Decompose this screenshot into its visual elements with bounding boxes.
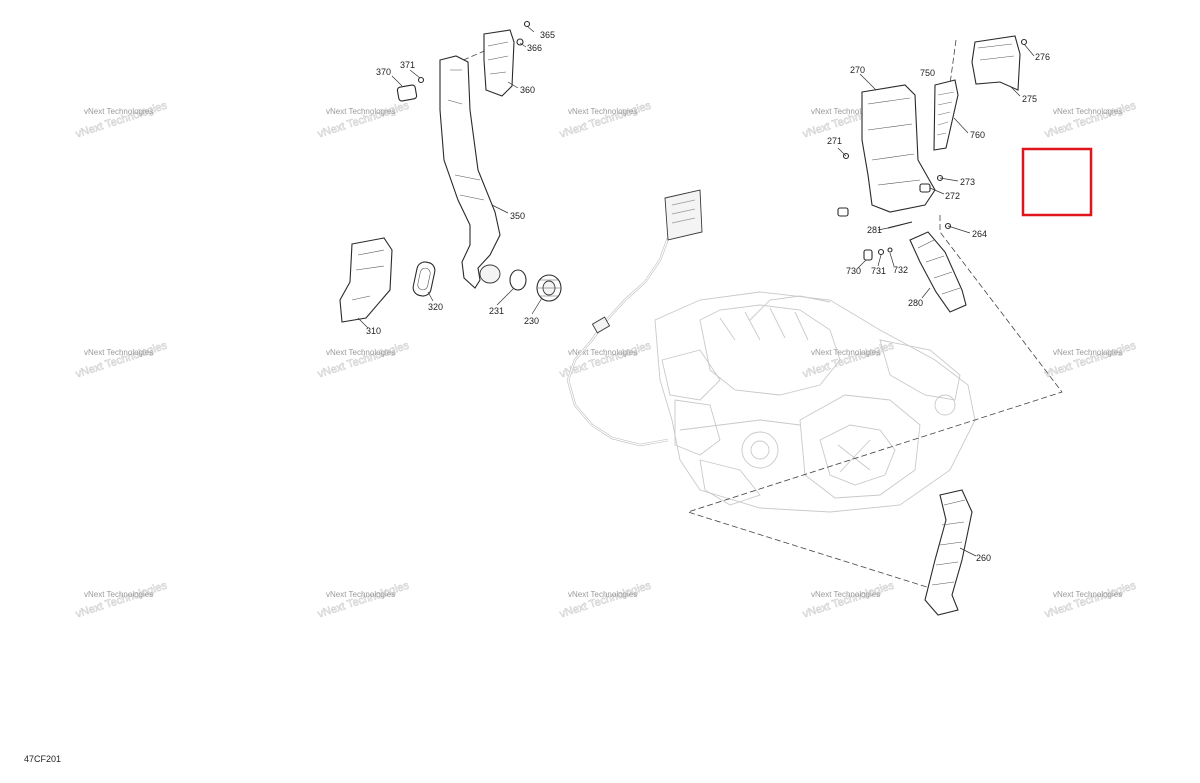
svg-text:vNext Technologies: vNext Technologies (74, 99, 169, 140)
svg-text:vNext Technologies: vNext Technologies (811, 348, 880, 357)
callout-270: 270 (850, 65, 865, 75)
callout-275: 275 (1022, 94, 1037, 104)
part-260-hose (924, 489, 973, 616)
callout-230: 230 (524, 316, 539, 326)
callout-760: 760 (970, 130, 985, 140)
part-366-nut (516, 38, 524, 46)
part-320-seal (412, 261, 436, 297)
callout-231: 231 (489, 306, 504, 316)
assembly-outline (686, 215, 1063, 589)
svg-text:vNext Technologies: vNext Technologies (801, 579, 896, 620)
callout-310: 310 (366, 326, 381, 336)
part-730-731-732-fasteners (837, 207, 893, 261)
svg-text:vNext Technologies: vNext Technologies (558, 339, 653, 380)
svg-text:vNext Technologies: vNext Technologies (84, 348, 153, 357)
callout-730: 730 (846, 266, 861, 276)
part-280-hose (909, 231, 967, 313)
svg-text:vNext Technologies: vNext Technologies (1043, 99, 1138, 140)
svg-text:vNext Technologies: vNext Technologies (326, 107, 395, 116)
svg-text:vNext Technologies: vNext Technologies (316, 99, 411, 140)
svg-text:vNext Technologies: vNext Technologies (1043, 579, 1138, 620)
svg-text:vNext Technologies: vNext Technologies (568, 107, 637, 116)
callout-labels: 365 366 360 370 371 350 310 320 231 230 … (366, 30, 1050, 563)
callout-732: 732 (893, 265, 908, 275)
svg-text:vNext Technologies: vNext Technologies (1053, 348, 1122, 357)
part-270-airbox (861, 84, 936, 213)
callout-350: 350 (510, 211, 525, 221)
callout-276: 276 (1035, 52, 1050, 62)
svg-text:vNext Technologies: vNext Technologies (316, 339, 411, 380)
svg-text:vNext Technologies: vNext Technologies (811, 590, 880, 599)
svg-text:vNext Technologies: vNext Technologies (558, 579, 653, 620)
svg-text:vNext Technologies: vNext Technologies (558, 99, 653, 140)
part-360-bracket (483, 29, 515, 97)
callout-280: 280 (908, 298, 923, 308)
callout-271: 271 (827, 136, 842, 146)
part-365-screw (523, 20, 531, 28)
svg-text:vNext Technologies: vNext Technologies (84, 590, 153, 599)
svg-text:vNext Technologies: vNext Technologies (1053, 590, 1122, 599)
leader-lines (357, 25, 1035, 557)
part-231-clamp (509, 269, 527, 291)
leader-dash-trim (949, 39, 957, 85)
part-230-adapter (536, 274, 562, 302)
part-275-cover (971, 35, 1021, 91)
callout-273: 273 (960, 177, 975, 187)
svg-text:vNext Technologies: vNext Technologies (568, 590, 637, 599)
part-272-clip (919, 183, 931, 193)
part-371-screw (417, 76, 425, 84)
svg-text:vNext Technologies: vNext Technologies (84, 107, 153, 116)
callout-272: 272 (945, 191, 960, 201)
engine-assembly (654, 291, 976, 513)
part-370-clip (396, 84, 418, 102)
svg-text:vNext Technologies: vNext Technologies (568, 348, 637, 357)
wiring-harness (566, 189, 703, 447)
callout-260: 260 (976, 553, 991, 563)
highlight-box[interactable] (1021, 147, 1093, 217)
svg-text:vNext Technologies: vNext Technologies (1043, 339, 1138, 380)
svg-text:vNext Technologies: vNext Technologies (74, 339, 169, 380)
svg-text:vNext Technologies: vNext Technologies (811, 107, 880, 116)
svg-text:vNext Technologies: vNext Technologies (1053, 107, 1122, 116)
callout-750: 750 (920, 68, 935, 78)
svg-text:vNext Technologies: vNext Technologies (74, 579, 169, 620)
part-350-inlet-duct (439, 55, 501, 289)
part-276-screw (1020, 38, 1028, 46)
svg-text:vNext Technologies: vNext Technologies (326, 590, 395, 599)
part-281-bolt (887, 221, 913, 229)
diagram-code: 47CF201 (24, 754, 61, 764)
watermark-layer: vNext Technologies vNext Technologies vN… (74, 99, 1138, 620)
callout-264: 264 (972, 229, 987, 239)
callout-371: 371 (400, 60, 415, 70)
part-310-shield (339, 237, 393, 323)
svg-text:vNext Technologies: vNext Technologies (316, 579, 411, 620)
callout-731: 731 (871, 266, 886, 276)
callout-366: 366 (527, 43, 542, 53)
callout-360: 360 (520, 85, 535, 95)
callout-320: 320 (428, 302, 443, 312)
svg-text:vNext Technologies: vNext Technologies (326, 348, 395, 357)
callout-370: 370 (376, 67, 391, 77)
part-750-mesh (933, 79, 959, 151)
callout-281: 281 (867, 225, 882, 235)
callout-365: 365 (540, 30, 555, 40)
